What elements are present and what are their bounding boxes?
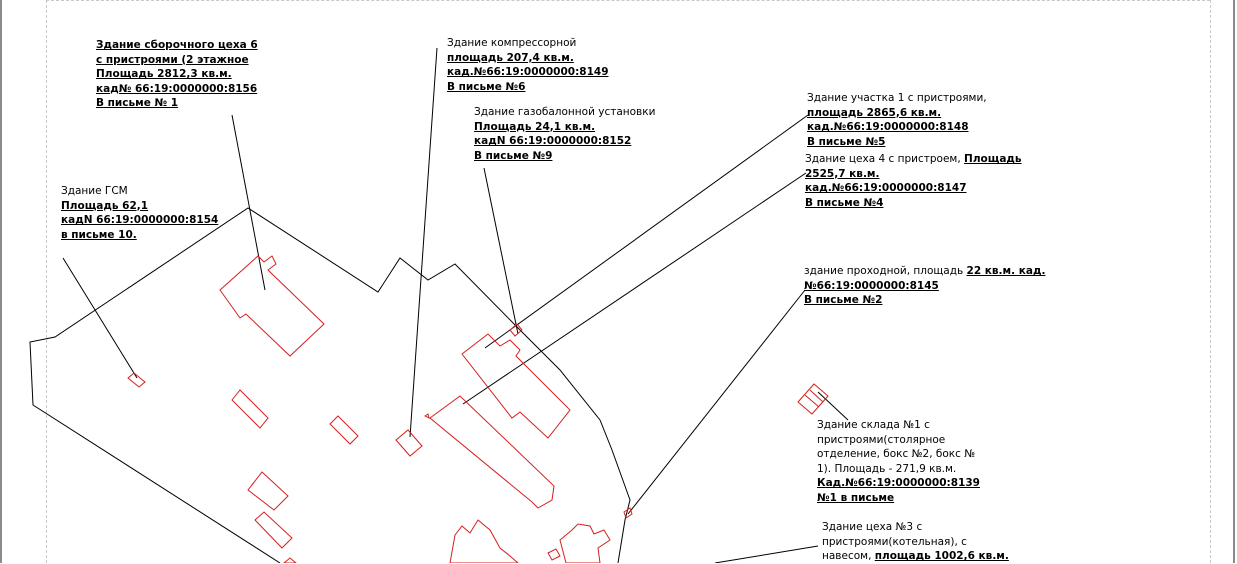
- building-shop-3: [449, 519, 519, 563]
- warehouse-plain-2: пристроями(столярное: [817, 433, 946, 446]
- gsm-line-1: Площадь 62,1: [61, 199, 149, 212]
- leader-lines: [62, 47, 849, 563]
- building-gsm: [127, 372, 146, 388]
- label-site-1: Здание участка 1 с пристроями, площадь 2…: [807, 91, 987, 149]
- building-small-6: [559, 523, 611, 563]
- leader-warehouse: [817, 391, 849, 421]
- compressor-line-3: В письме №6: [447, 80, 526, 93]
- assembly-line-4: кад№ 66:19:0000000:8156: [96, 82, 258, 95]
- assembly-line-2: с пристроями (2 этажное: [96, 53, 249, 66]
- checkpoint-title-row: здание проходной, площадь 22 кв.м. кад.: [804, 264, 1045, 279]
- site1-line-2: кад.№66:19:0000000:8148: [807, 121, 969, 133]
- shop4-title-row: Здание цеха 4 с пристроем, Площадь: [805, 152, 1022, 167]
- warehouse-partition-1: [804, 394, 820, 408]
- checkpoint-line-1: №66:19:0000000:8145: [804, 279, 939, 292]
- label-shop-3: Здание цеха №3 с пристроями(котельная), …: [822, 520, 1009, 564]
- building-warehouse: [797, 383, 829, 415]
- building-checkpoint: [623, 507, 633, 519]
- shop4-line-1: 2525,7 кв.м.: [805, 167, 880, 180]
- label-gas-unit: Здание газобалонной установки Площадь 24…: [474, 105, 655, 163]
- compressor-title: Здание компрессорной: [447, 37, 577, 49]
- shop3-last-bold: площадь 1002,6 кв.м.: [874, 550, 1009, 562]
- warehouse-plain-1: Здание склада №1 с: [817, 419, 930, 431]
- gas-title: Здание газобалонной установки: [474, 106, 656, 118]
- compressor-line-1: площадь 207,4 кв.м.: [447, 51, 574, 64]
- building-small-4: [254, 511, 293, 549]
- warehouse-plain-4: 1). Площадь - 271,9 кв.м.: [817, 462, 957, 475]
- viewport-right-edge: [1233, 0, 1235, 563]
- label-checkpoint: здание проходной, площадь 22 кв.м. кад. …: [804, 264, 1045, 308]
- leader-shop3: [714, 545, 819, 563]
- label-shop-4: Здание цеха 4 с пристроем, Площадь 2525,…: [805, 152, 1022, 210]
- page-border-left: [46, 0, 47, 563]
- building-site-1: [461, 333, 571, 439]
- building-small-8: [424, 413, 430, 419]
- label-warehouse-1: Здание склада №1 с пристроями(столярное …: [817, 418, 980, 505]
- shop3-plain-1: Здание цеха №3 с: [822, 521, 923, 533]
- building-compressor: [395, 429, 423, 457]
- leader-compressor: [409, 47, 438, 438]
- page-border-top: [46, 0, 1210, 1]
- site1-title: Здание участка 1 с пристроями,: [807, 92, 987, 104]
- shop4-title-plain: Здание цеха 4 с пристроем,: [805, 153, 965, 165]
- label-compressor: Здание компрессорной площадь 207,4 кв.м.…: [447, 36, 609, 94]
- gas-line-2: кадN 66:19:0000000:8152: [474, 135, 632, 147]
- building-small-2: [329, 415, 359, 445]
- compressor-line-2: кад.№66:19:0000000:8149: [447, 66, 609, 78]
- shop4-line-3: В письме №4: [805, 196, 884, 209]
- assembly-line-1: Здание сборочного цеха 6: [96, 39, 258, 51]
- site-boundary: [29, 207, 631, 563]
- gas-line-3: В письме №9: [474, 149, 553, 162]
- warehouse-partition-2: [809, 389, 824, 403]
- assembly-line-5: В письме № 1: [96, 97, 179, 109]
- building-shop-4: [429, 395, 555, 509]
- assembly-line-3: Площадь 2812,3 кв.м.: [96, 68, 232, 80]
- shop3-last-row: навесом, площадь 1002,6 кв.м.: [822, 549, 1009, 564]
- building-assembly-shop-6: [219, 255, 325, 357]
- gsm-line-2: кадN 66:19:0000000:8154: [61, 214, 219, 226]
- label-gsm: Здание ГСМ Площадь 62,1 кадN 66:19:00000…: [61, 184, 218, 242]
- shop3-last-plain: навесом,: [822, 550, 875, 562]
- building-gas-unit: [509, 323, 523, 337]
- leader-gsm: [62, 257, 138, 379]
- shop4-line-2: кад.№66:19:0000000:8147: [805, 182, 967, 194]
- label-assembly-shop-6: Здание сборочного цеха 6 с пристроями (2…: [96, 38, 258, 111]
- checkpoint-title-plain: здание проходной, площадь: [804, 265, 967, 277]
- building-small-7: [283, 557, 297, 563]
- shop4-title-bold: Площадь: [964, 153, 1022, 165]
- viewport-left-edge: [0, 0, 2, 563]
- leader-assembly: [231, 114, 266, 291]
- gsm-title: Здание ГСМ: [61, 185, 128, 197]
- leader-site1: [484, 114, 809, 349]
- checkpoint-line-2: В письме №2: [804, 294, 883, 306]
- gas-line-1: Площадь 24,1 кв.м.: [474, 120, 596, 133]
- building-small-1: [231, 389, 269, 429]
- leader-gas: [483, 167, 519, 335]
- leader-shop4: [462, 172, 807, 405]
- shop3-plain-2: пристроями(котельная), с: [822, 535, 967, 548]
- warehouse-plain-3: отделение, бокс №2, бокс №: [817, 448, 976, 460]
- building-small-5: [547, 548, 561, 561]
- site1-line-3: В письме №5: [807, 135, 886, 148]
- gsm-line-3: в письме 10.: [61, 228, 137, 241]
- site1-line-1: площадь 2865,6 кв.м.: [807, 106, 942, 119]
- leader-checkpoint: [627, 289, 806, 515]
- page-border-right: [1210, 0, 1211, 563]
- building-small-3: [247, 471, 289, 511]
- checkpoint-title-bold: 22 кв.м. кад.: [966, 265, 1046, 277]
- warehouse-line-1: Кад.№66:19:0000000:8139: [817, 477, 980, 489]
- warehouse-line-2: №1 в письме: [817, 491, 895, 504]
- buildings: [127, 255, 829, 563]
